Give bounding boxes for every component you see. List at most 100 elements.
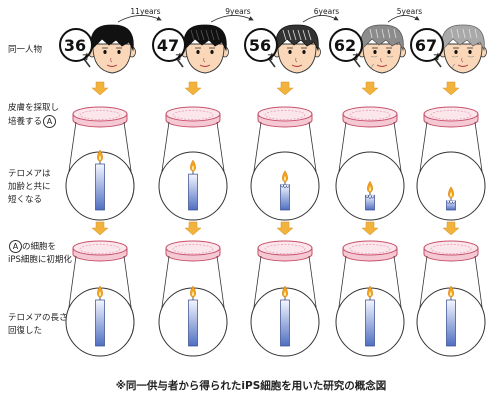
age-unit: 才 (353, 52, 360, 61)
hair-strand (302, 29, 307, 41)
person-face-36 (88, 24, 136, 74)
eye-right (302, 50, 306, 54)
nose (110, 57, 113, 63)
eye-left (288, 50, 292, 54)
candle-flame-core (284, 291, 286, 296)
ips-dish-67 (423, 240, 479, 262)
zoom-line-right (393, 121, 403, 179)
zoom-line-right (123, 255, 133, 315)
nose (203, 57, 206, 63)
hair-strand (375, 28, 379, 39)
telomere-view-67 (416, 121, 486, 221)
candle-recovered-56 (280, 285, 290, 347)
age-unit: 才 (83, 52, 90, 61)
dish-cells (79, 244, 121, 254)
dish-rim (423, 240, 479, 256)
hair-strand (210, 29, 215, 41)
dish-cells (430, 244, 472, 254)
hair-strand (456, 28, 460, 39)
interval-arrow (210, 15, 254, 23)
skin-dish-56 (257, 106, 313, 128)
label-telomere: テロメアは 加齢と共に 短くなる (8, 168, 51, 207)
zoom-line-left (418, 255, 428, 315)
skin-dish-36 (72, 106, 128, 128)
age-number: 62 (334, 36, 356, 55)
zoom-line-right (123, 121, 133, 179)
sign-handle (353, 58, 361, 68)
hair-strand (200, 29, 205, 41)
zoom-line-right (216, 255, 226, 315)
zoom-line-left (67, 121, 77, 179)
candle-flame-core (99, 291, 101, 296)
zoom-line-left (67, 255, 77, 315)
sign-handle (83, 58, 91, 68)
down-arrow-shape (184, 81, 202, 96)
arrow-collect-36 (91, 81, 109, 96)
candle-recovered-62 (365, 285, 375, 347)
face (443, 43, 483, 74)
arrow-reprogram-67 (442, 221, 460, 236)
age-unit: 才 (434, 52, 441, 61)
age-sign (410, 28, 444, 62)
candle-aged-36 (95, 149, 105, 211)
label-recover: テロメアの長さが 回復した (8, 312, 76, 338)
hair-strand (369, 28, 373, 39)
candle-body (188, 299, 198, 347)
age-unit: 才 (176, 52, 183, 61)
candle-flame-core (450, 291, 452, 296)
hair-strand (205, 29, 210, 41)
hair-strand (381, 28, 385, 39)
candle-body (446, 299, 456, 347)
dish-rim (257, 106, 313, 122)
face (92, 43, 132, 74)
interval-label: 6years (314, 7, 340, 16)
dish-rim (165, 240, 221, 256)
candle-flame-core (284, 175, 286, 181)
candle-body (95, 299, 105, 347)
dish-rim (257, 240, 313, 256)
sign-handle (434, 58, 442, 68)
interval-9years: 9years (210, 7, 254, 23)
mouth (106, 64, 118, 67)
interval-5years: 5years (387, 7, 422, 23)
label-recover-line1: テロメアの長さが (8, 313, 77, 323)
dish-cells (264, 244, 306, 254)
age-sign-56: 56才 (244, 28, 278, 68)
hair (183, 24, 227, 52)
zoom-line-left (160, 121, 170, 179)
candle-flame-core (369, 291, 371, 296)
dish-rim (342, 240, 398, 256)
dish-cells (264, 110, 306, 120)
hair (360, 24, 404, 52)
candle-recovered-67 (446, 285, 456, 347)
down-arrow-shape (91, 81, 109, 96)
arrow-collect-67 (442, 81, 460, 96)
nose (380, 57, 383, 63)
zoom-line-right (393, 255, 403, 315)
label-ips-line2: iPS細胞に初期化 (8, 255, 72, 265)
hair-strand (215, 29, 220, 41)
hair-strand (387, 28, 391, 39)
down-arrow-shape (91, 221, 109, 236)
hair-strand (307, 29, 312, 41)
label-collect-line1: 皮膚を採取し (8, 103, 60, 113)
skin-dish-62 (342, 106, 398, 128)
eye-left (196, 50, 200, 54)
ips-dish-62 (342, 240, 398, 262)
eye-right (468, 50, 472, 54)
dish-cells (430, 110, 472, 120)
hair-strand (287, 29, 292, 41)
eye-right (387, 50, 391, 54)
mouth (291, 64, 303, 67)
wrinkle-cheek (371, 63, 375, 70)
label-telomere-line1: テロメアは (8, 169, 51, 179)
zoom-line-left (252, 121, 262, 179)
dish-cells (172, 244, 214, 254)
interval-arrow (302, 15, 339, 23)
label-same-person: 同一人物 (8, 44, 42, 57)
nose (295, 57, 298, 63)
down-arrow-shape (361, 221, 379, 236)
label-telomere-line2: 加齢と共に (8, 182, 51, 192)
dish-cells (349, 110, 391, 120)
